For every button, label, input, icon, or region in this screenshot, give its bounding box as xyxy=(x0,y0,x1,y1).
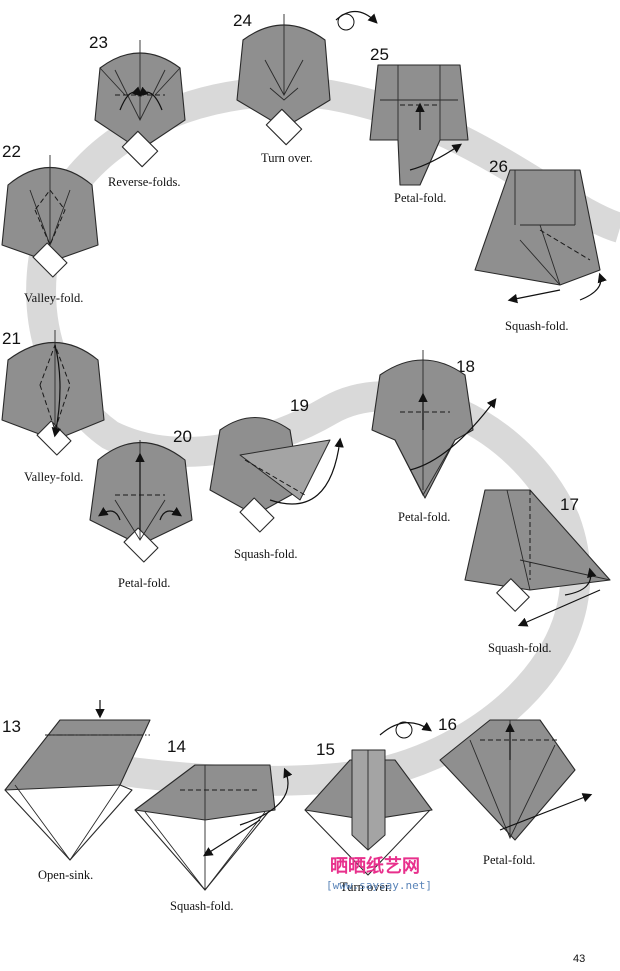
step-caption: Petal-fold. xyxy=(398,510,450,524)
watermark: 晒晒纸艺网 [www.saysay.net] xyxy=(326,855,432,892)
step-number: 13 xyxy=(2,717,21,736)
step-caption: Petal-fold. xyxy=(394,191,446,205)
step-number: 26 xyxy=(489,157,508,176)
page-number: 43 xyxy=(573,953,585,965)
step-22: 22 Valley-fold. xyxy=(1,142,99,305)
step-caption: Valley-fold. xyxy=(24,470,83,484)
step-number: 20 xyxy=(173,427,192,446)
step-number: 21 xyxy=(2,329,21,348)
step-21: 21 Valley-fold. xyxy=(1,329,105,484)
watermark-url: [www.saysay.net] xyxy=(326,879,432,892)
turn-over-icon xyxy=(337,13,355,31)
turn-over-icon xyxy=(395,721,413,739)
turn-over-arrow xyxy=(379,721,432,736)
step-number: 24 xyxy=(233,11,252,30)
step-number: 22 xyxy=(2,142,21,161)
step-caption: Squash-fold. xyxy=(234,547,298,561)
step-caption: Valley-fold. xyxy=(24,291,83,305)
step-20: 20 Petal-fold. xyxy=(89,427,193,590)
step-caption: Squash-fold. xyxy=(488,641,552,655)
step-13: 13 Open-sink. xyxy=(2,700,151,882)
step-16: 16 Petal-fold. xyxy=(438,715,593,867)
step-15: 15 Turn over. xyxy=(304,721,433,894)
step-18: 18 Petal-fold. xyxy=(371,350,497,524)
step-23: 23 Reverse-folds. xyxy=(89,33,186,189)
step-25: 25 Petal-fold. xyxy=(369,45,469,205)
step-number: 15 xyxy=(316,740,335,759)
step-caption: Petal-fold. xyxy=(118,576,170,590)
step-caption: Squash-fold. xyxy=(505,319,569,333)
step-number: 14 xyxy=(167,737,186,756)
step-caption: Squash-fold. xyxy=(170,899,234,913)
step-caption: Reverse-folds. xyxy=(108,175,181,189)
step-14: 14 Squash-fold. xyxy=(134,737,293,913)
step-24: 24 Turn over. xyxy=(233,10,378,165)
step-19: 19 Squash-fold. xyxy=(209,396,344,561)
step-number: 19 xyxy=(290,396,309,415)
turn-over-arrow xyxy=(335,10,378,24)
step-caption: Open-sink. xyxy=(38,868,93,882)
step-number: 23 xyxy=(89,33,108,52)
step-number: 25 xyxy=(370,45,389,64)
step-number: 16 xyxy=(438,715,457,734)
step-caption: Turn over. xyxy=(261,151,313,165)
step-number: 17 xyxy=(560,495,579,514)
step-number: 18 xyxy=(456,357,475,376)
watermark-logo: 晒晒纸艺网 xyxy=(330,855,420,877)
step-caption: Petal-fold. xyxy=(483,853,535,867)
step-26: 26 Squash-fold. xyxy=(474,157,607,333)
step-caption: Turn over. xyxy=(340,880,392,894)
step-17: 17 Squash-fold. xyxy=(464,489,611,655)
